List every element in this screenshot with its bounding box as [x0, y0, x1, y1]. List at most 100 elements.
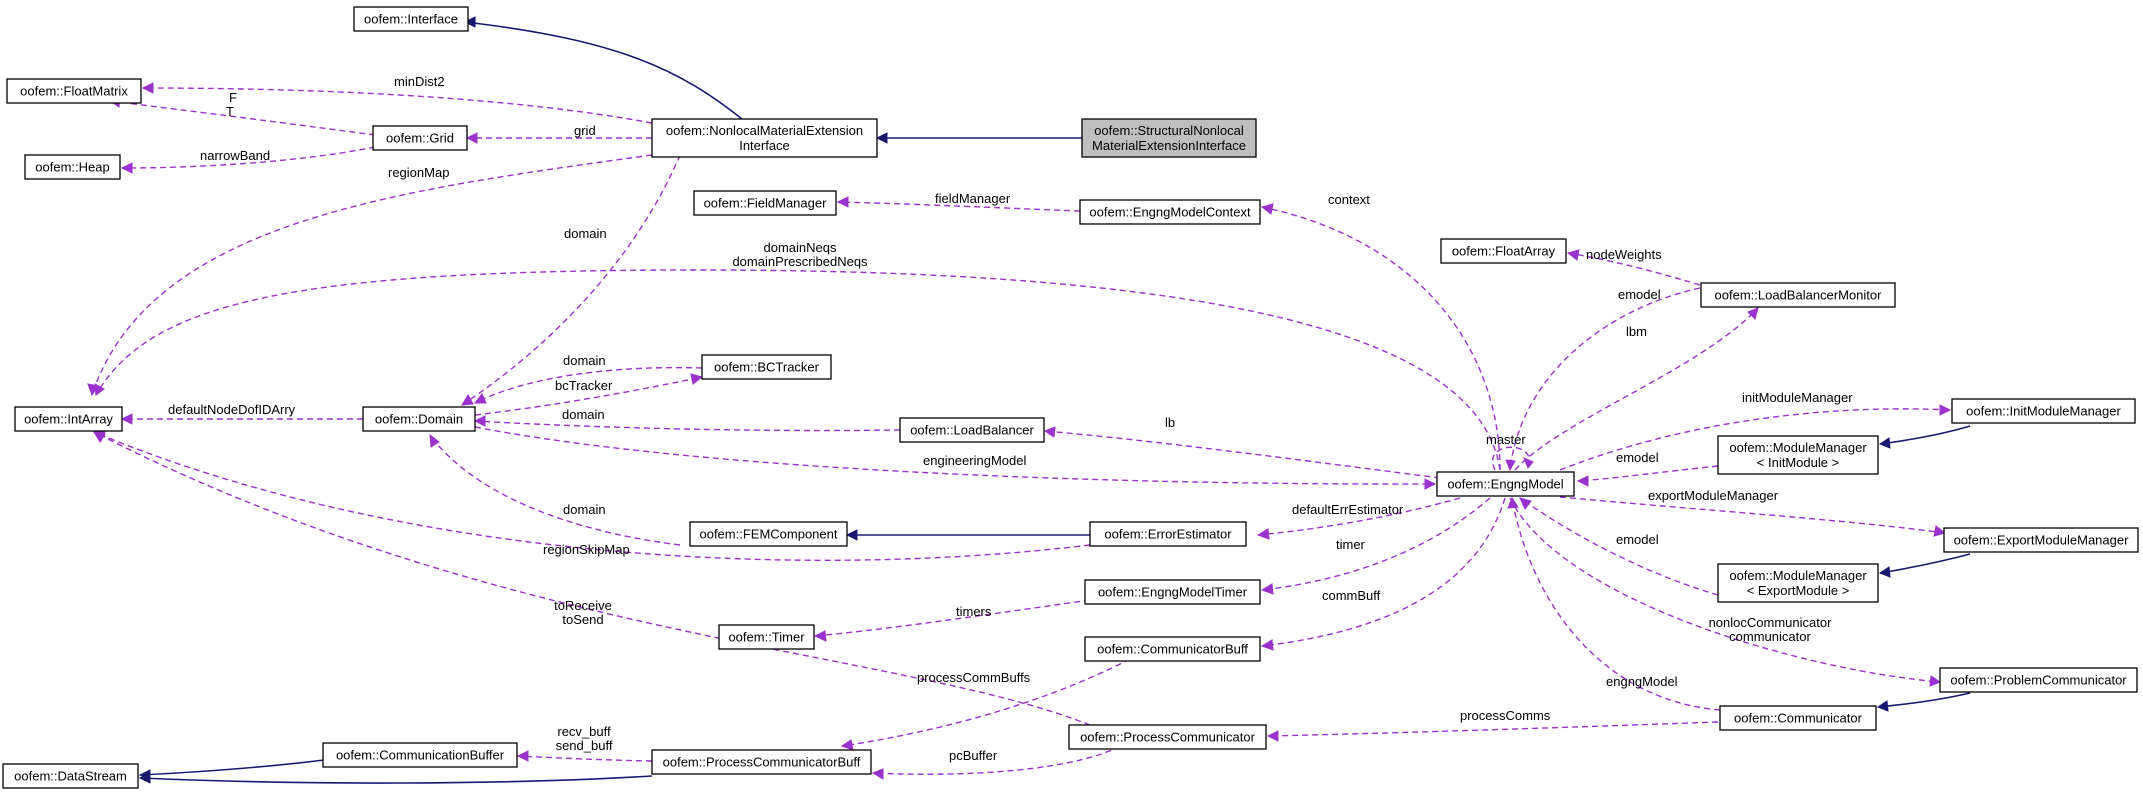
edge-communicationbuffer-inherits-datastream	[138, 759, 325, 781]
label-lb: lb	[1165, 415, 1175, 430]
label-master: master	[1486, 432, 1526, 447]
label-pcbuffer: pcBuffer	[949, 748, 998, 763]
label-emodel-export: emodel	[1616, 532, 1659, 547]
svg-text:oofem::EngngModel: oofem::EngngModel	[1447, 477, 1563, 492]
node-errorestimator[interactable]: oofem::ErrorEstimator	[1089, 521, 1247, 547]
node-communicator[interactable]: oofem::Communicator	[1719, 705, 1877, 731]
label-domain-fem: domain	[563, 502, 606, 517]
label-defaulterrestimator: defaultErrEstimator	[1292, 502, 1404, 517]
node-processcommunicator[interactable]: oofem::ProcessCommunicator	[1068, 724, 1267, 750]
edge-bctracker	[474, 373, 704, 416]
node-loadbalancermonitor[interactable]: oofem::LoadBalancerMonitor	[1700, 282, 1896, 308]
edge-timer	[1260, 497, 1491, 595]
svg-text:oofem::InitModuleManager: oofem::InitModuleManager	[1966, 404, 2121, 419]
svg-text:oofem::ProcessCommunicatorBuff: oofem::ProcessCommunicatorBuff	[663, 755, 861, 770]
node-femcomponent[interactable]: oofem::FEMComponent	[689, 521, 848, 547]
edge-fieldmanager	[836, 196, 1081, 212]
node-grid[interactable]: oofem::Grid	[372, 125, 468, 151]
node-problemcommunicator[interactable]: oofem::ProblemCommunicator	[1939, 667, 2138, 693]
edge-emodel-lbm	[1505, 287, 1701, 472]
edge-emodel-init	[1576, 465, 1719, 487]
node-modulemanager-initmodule[interactable]: oofem::ModuleManager< InitModule >	[1717, 435, 1879, 475]
label-exportmodulemanager: exportModuleManager	[1648, 488, 1779, 503]
label-lbm: lbm	[1626, 324, 1647, 339]
edge-nonloccommunicator	[1509, 497, 1942, 687]
node-interface[interactable]: oofem::Interface	[353, 6, 469, 32]
svg-text:oofem::Interface: oofem::Interface	[364, 12, 458, 27]
edge-domain-fem	[429, 433, 681, 546]
node-exportmodulemanager[interactable]: oofem::ExportModuleManager	[1943, 527, 2139, 553]
edge-problemcommunicator-inherits-communicator	[1876, 692, 1971, 712]
svg-text:oofem::ModuleManager< InitModu: oofem::ModuleManager< InitModule >	[1729, 440, 1867, 470]
label-initmodulemanager: initModuleManager	[1742, 390, 1853, 405]
svg-text:oofem::IntArray: oofem::IntArray	[24, 412, 113, 427]
node-modulemanager-exportmodule[interactable]: oofem::ModuleManager< ExportModule >	[1717, 563, 1879, 603]
edge-domain-lb	[473, 415, 901, 432]
node-processcommunicatorbuff[interactable]: oofem::ProcessCommunicatorBuff	[651, 749, 872, 775]
node-engngmodelcontext[interactable]: oofem::EngngModelContext	[1079, 199, 1261, 225]
edge-processcommbuffs	[840, 658, 1131, 751]
node-intarray[interactable]: oofem::IntArray	[14, 406, 123, 432]
node-initmodulemanager[interactable]: oofem::InitModuleManager	[1951, 398, 2136, 424]
edge-initmodulemanager-inherits-mminit	[1878, 425, 1971, 449]
label-bctracker: bcTracker	[555, 378, 613, 393]
label-defaultnodedofidarry: defaultNodeDofIDArry	[168, 402, 296, 417]
svg-text:oofem::FieldManager: oofem::FieldManager	[704, 196, 828, 211]
node-engngmodeltimer[interactable]: oofem::EngngModelTimer	[1084, 579, 1261, 605]
edge-timers	[813, 599, 1091, 642]
edge-mindist2	[141, 82, 653, 124]
edge-domain-nonlocal	[461, 154, 681, 406]
svg-text:oofem::ProblemCommunicator: oofem::ProblemCommunicator	[1950, 673, 2127, 688]
edge-processcommunicatorbuff-inherits-datastream	[138, 772, 653, 784]
edge-commbuff	[1260, 497, 1506, 651]
label-engineeringmodel: engineeringModel	[923, 453, 1026, 468]
svg-text:oofem::Grid: oofem::Grid	[386, 131, 454, 146]
svg-text:oofem::CommunicatorBuff: oofem::CommunicatorBuff	[1097, 642, 1248, 657]
node-fieldmanager[interactable]: oofem::FieldManager	[693, 190, 837, 216]
edge-nonlocal-inherits-interface	[463, 16, 743, 120]
edge-structural-inherits-nonlocal	[875, 132, 1082, 144]
edge-domainneqs	[94, 269, 1501, 471]
svg-text:oofem::FloatArray: oofem::FloatArray	[1452, 244, 1556, 259]
svg-text:oofem::ModuleManager< ExportMo: oofem::ModuleManager< ExportModule >	[1729, 568, 1867, 598]
edge-grid	[465, 132, 652, 144]
label-regionmap: regionMap	[388, 165, 449, 180]
node-engngmodel[interactable]: oofem::EngngModel	[1436, 471, 1575, 497]
label-emodel-init: emodel	[1616, 450, 1659, 465]
node-domain[interactable]: oofem::Domain	[362, 406, 476, 432]
node-datastream[interactable]: oofem::DataStream	[2, 763, 139, 789]
edge-toreceive	[93, 431, 1091, 726]
edge-domain-bc	[473, 366, 703, 404]
edge-lbm	[1514, 307, 1759, 471]
svg-text:oofem::Timer: oofem::Timer	[728, 630, 805, 645]
node-timer[interactable]: oofem::Timer	[718, 624, 815, 650]
edge-emodel-export	[1519, 497, 1719, 596]
edge-initmodulemanager	[1559, 404, 1952, 471]
label-fieldmanager: fieldManager	[935, 191, 1011, 206]
label-narrowband: narrowBand	[200, 148, 270, 163]
node-floatmatrix[interactable]: oofem::FloatMatrix	[6, 78, 142, 104]
node-communicationbuffer[interactable]: oofem::CommunicationBuffer	[322, 742, 518, 768]
edge-exportmodulemanager-inherits-mmexport	[1878, 553, 1971, 578]
label-timers: timers	[956, 604, 992, 619]
label-emodel-lbm: emodel	[1618, 287, 1661, 302]
label-engngmodel: engngModel	[1606, 674, 1678, 689]
node-heap[interactable]: oofem::Heap	[24, 154, 121, 180]
svg-text:oofem::CommunicationBuffer: oofem::CommunicationBuffer	[336, 748, 505, 763]
label-domain-bc: domain	[563, 353, 606, 368]
edge-grid-floatmatrix	[108, 96, 376, 136]
node-communicatorbuff[interactable]: oofem::CommunicatorBuff	[1084, 636, 1261, 662]
edge-errorestimator-inherits-femcomponent	[845, 529, 1090, 541]
label-nodeweights: nodeWeights	[1586, 247, 1662, 262]
node-bctracker[interactable]: oofem::BCTracker	[701, 354, 832, 380]
node-loadbalancer[interactable]: oofem::LoadBalancer	[899, 417, 1045, 443]
svg-text:oofem::EngngModelTimer: oofem::EngngModelTimer	[1098, 585, 1248, 600]
node-floatarray[interactable]: oofem::FloatArray	[1440, 238, 1567, 264]
label-domain-nonlocal: domain	[564, 226, 607, 241]
